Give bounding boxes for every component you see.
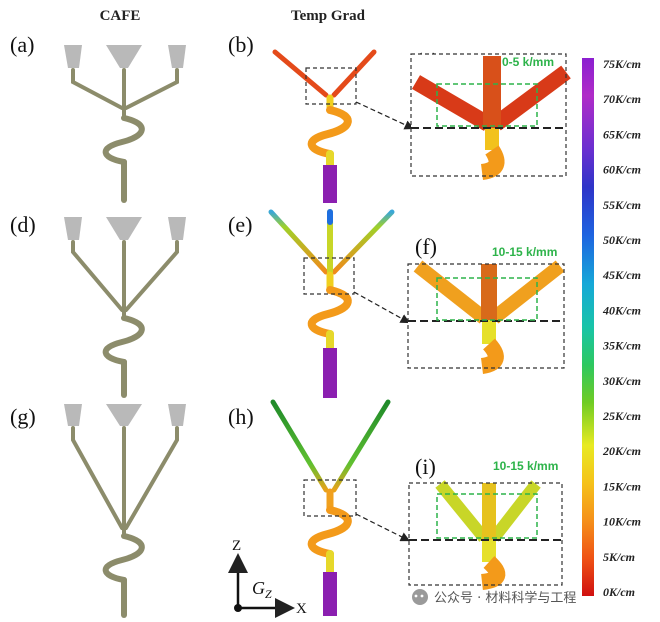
colorbar-label: 75K/cm <box>603 57 641 71</box>
panel-label-i: (i) <box>415 454 436 479</box>
inset-i: 10-15 k/mm <box>408 459 563 590</box>
colorbar-label: 10K/cm <box>603 515 641 529</box>
watermark: 公众号 · 材料科学与工程 <box>412 589 576 606</box>
temp-grad-model-e <box>268 209 395 398</box>
svg-text:GZ: GZ <box>252 578 272 601</box>
colorbar-label: 50K/cm <box>603 233 641 247</box>
colorbar-label: 25K/cm <box>602 409 641 423</box>
leader-arrow-f <box>353 291 411 324</box>
panel-label-b: (b) <box>228 32 254 57</box>
inset-c: 0-5 k/mm <box>410 53 571 180</box>
colorbar-label: 55K/cm <box>603 198 641 212</box>
colorbar-label: 0K/cm <box>603 585 635 599</box>
selection-box-e <box>303 257 355 295</box>
panel-label-f: (f) <box>415 234 437 259</box>
panel-label-h: (h) <box>228 404 254 429</box>
colorbar-label: 35K/cm <box>602 339 641 353</box>
title-temp-grad: Temp Grad <box>291 8 366 24</box>
colorbar-label: 70K/cm <box>603 92 641 106</box>
axis-x-label: X <box>296 601 307 617</box>
panel-label-a: (a) <box>10 32 34 57</box>
inset-c-range: 0-5 k/mm <box>502 55 554 69</box>
inset-f-range: 10-15 k/mm <box>492 245 557 259</box>
colorbar-label: 15K/cm <box>603 479 641 493</box>
inset-i-range: 10-15 k/mm <box>493 459 558 473</box>
watermark-text: 公众号 · 材料科学与工程 <box>434 590 576 606</box>
colorbar-label: 60K/cm <box>603 163 641 177</box>
panel-label-g: (g) <box>10 404 36 429</box>
selection-box-h <box>303 479 357 517</box>
axis-z-label: Z <box>232 538 241 554</box>
temp-grad-model-h <box>270 399 391 616</box>
colorbar-label: 45K/cm <box>602 268 641 282</box>
colorbar-label: 65K/cm <box>603 127 641 141</box>
colorbar-label: 30K/cm <box>602 374 641 388</box>
leader-arrow-c <box>355 101 415 130</box>
cafe-model-g <box>64 404 186 618</box>
leader-arrow-i <box>355 513 411 542</box>
colorbar <box>582 58 594 596</box>
colorbar-labels: 75K/cm 70K/cm 65K/cm 60K/cm 55K/cm 50K/cm 45K/… <box>602 57 641 599</box>
cafe-model-a <box>64 45 186 203</box>
axes-indicator: Z X GZ <box>228 538 307 618</box>
gz-label: G <box>252 578 265 598</box>
colorbar-label: 40K/cm <box>602 303 641 317</box>
panel-label-e: (e) <box>228 212 252 237</box>
selection-box-b <box>305 67 357 105</box>
panel-label-d: (d) <box>10 212 36 237</box>
title-cafe: CAFE <box>100 8 141 24</box>
inset-f: 10-15 k/mm <box>407 245 565 374</box>
cafe-model-d <box>64 217 186 398</box>
temp-grad-model-b <box>272 45 377 203</box>
gz-subscript: Z <box>265 587 272 601</box>
colorbar-label: 5K/cm <box>603 550 635 564</box>
colorbar-label: 20K/cm <box>602 444 641 458</box>
